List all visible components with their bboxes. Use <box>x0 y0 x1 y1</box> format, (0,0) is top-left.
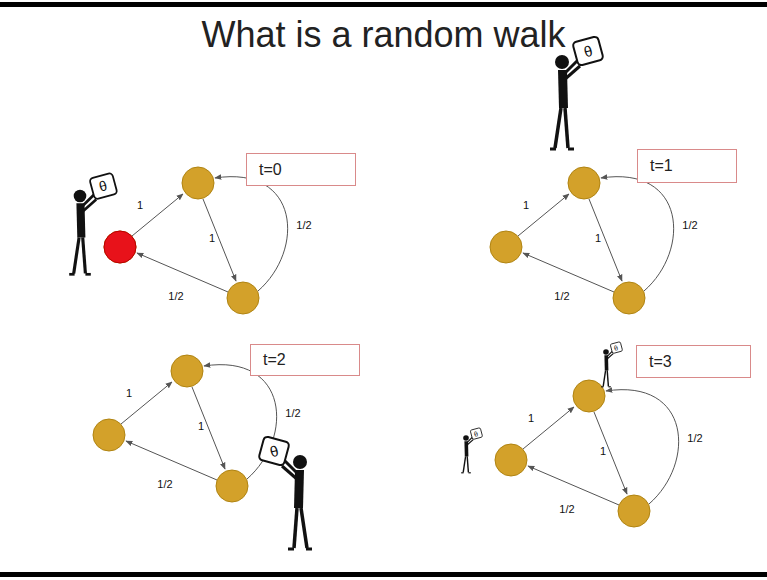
edge-weight: 1 <box>125 387 133 399</box>
edge-weight: 1 <box>527 412 535 424</box>
time-step-box: t=0 <box>246 153 356 186</box>
edge-weight: 1 <box>594 232 602 244</box>
walker-figure <box>601 342 622 387</box>
time-step-label: t=1 <box>638 157 673 175</box>
graph-t0 <box>104 167 288 314</box>
edge-weight: 1 <box>599 445 607 457</box>
edge-weight: 1 <box>136 199 144 211</box>
edge-weight: 1 <box>522 199 530 211</box>
edge-weight: 1 <box>197 420 205 432</box>
bottom-rule <box>0 572 767 577</box>
time-step-label: t=2 <box>251 351 286 369</box>
time-step-label: t=0 <box>247 161 282 179</box>
edge-weight: 1/2 <box>167 290 184 302</box>
graph-t1 <box>490 167 674 314</box>
time-step-box: t=1 <box>637 149 737 183</box>
graph-t3 <box>495 380 679 527</box>
time-step-label: t=3 <box>637 353 672 371</box>
graph-t2 <box>93 355 277 502</box>
walker-figure <box>258 436 312 549</box>
edge-weight: 1/2 <box>295 219 312 231</box>
walker-figure <box>69 173 117 275</box>
top-rule <box>0 2 767 7</box>
edge-weight: 1/2 <box>681 219 698 231</box>
edge-weight: 1/2 <box>156 478 173 490</box>
edge-weight: 1/2 <box>553 290 570 302</box>
time-step-box: t=3 <box>636 345 751 378</box>
edge-weight: 1/2 <box>686 432 703 444</box>
slide-title: What is a random walk <box>0 14 767 56</box>
time-step-box: t=2 <box>250 344 360 376</box>
edge-weight: 1/2 <box>558 503 575 515</box>
edge-weight: 1 <box>208 232 216 244</box>
edge-weight: 1/2 <box>284 407 301 419</box>
walker-figure <box>461 428 482 473</box>
